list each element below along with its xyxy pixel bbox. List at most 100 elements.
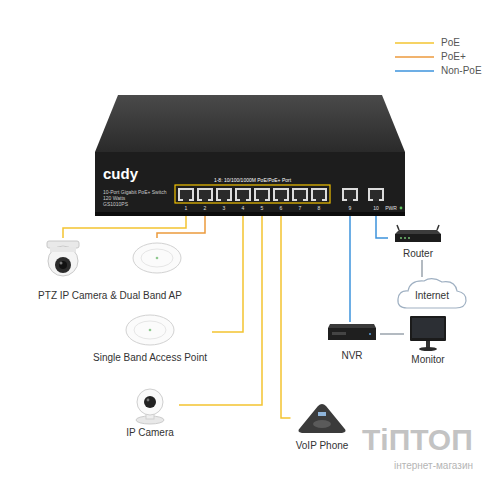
port-number: 2 <box>199 205 211 211</box>
access-point-icon <box>156 257 159 260</box>
internet-cloud: Internet <box>396 277 468 311</box>
ethernet-port <box>297 199 303 201</box>
port-number: 5 <box>256 205 268 211</box>
router-icon <box>395 234 441 242</box>
ip-camera-icon <box>137 389 163 415</box>
port-number: 3 <box>218 205 230 211</box>
cable-line <box>349 216 351 322</box>
text-slot: Non-PoE <box>441 65 482 77</box>
device-node: NVR <box>324 322 380 362</box>
voip-phone-icon <box>318 412 326 416</box>
voip-phone-icon <box>313 420 331 428</box>
text-slot: PWR <box>384 205 398 211</box>
port-number: 9 <box>344 205 356 211</box>
text-slot: 7 <box>294 205 306 211</box>
ethernet-port <box>370 190 382 199</box>
ptz-camera-icon <box>47 241 79 276</box>
ptz-camera-icon <box>60 262 63 265</box>
ip-camera-icon <box>136 389 164 424</box>
port-number: 4 <box>237 205 249 211</box>
ethernet-port <box>313 190 325 199</box>
access-point-icon <box>126 315 174 345</box>
text-slot: ТіПТОП <box>362 422 473 458</box>
ethernet-port <box>373 199 379 201</box>
nvr-icon <box>328 328 376 340</box>
text-slot: 1-8: 10/100/1000M PoE/PoE+ Port <box>175 177 330 183</box>
voip-phone-icon <box>298 404 345 433</box>
ethernet-port <box>218 190 230 199</box>
ptz-camera-icon <box>50 247 76 252</box>
icon-space <box>408 314 448 354</box>
ethernet-port <box>237 190 249 199</box>
legend-swatch <box>395 43 434 71</box>
switch-body <box>95 152 405 215</box>
text-slot: 6 <box>275 205 287 211</box>
device-label: NVR <box>328 350 376 362</box>
text-slot: 9 <box>344 205 356 211</box>
text-slot: GS1010PS <box>103 201 128 207</box>
icon-space <box>92 312 208 352</box>
cable-line <box>157 216 205 238</box>
router-icon <box>404 237 406 239</box>
watermark-subtitle: інтернет-магазин <box>394 460 473 472</box>
nvr-icon <box>332 332 346 335</box>
router-icon <box>400 237 402 239</box>
watermark: ТіПТОП <box>362 422 473 458</box>
product-name: 10-Port Gigabit PoE+ Switch <box>103 189 167 195</box>
cloud-outline <box>398 279 466 308</box>
ethernet-port <box>342 188 358 201</box>
icon-space <box>295 398 350 440</box>
icon-space <box>328 322 376 350</box>
ethernet-port <box>275 190 287 199</box>
device-node: Router <box>388 224 448 260</box>
brand-logo: cudy <box>103 165 138 183</box>
monitor-icon <box>410 316 446 341</box>
access-point-icon <box>141 249 173 267</box>
icon-space <box>19 238 201 290</box>
device-node: VoIP Phone <box>291 398 354 452</box>
text-slot: інтернет-магазин <box>394 460 473 472</box>
legend-swatch <box>395 42 434 44</box>
device-label: VoIP Phone <box>295 440 350 452</box>
text-slot: cudy <box>103 165 138 183</box>
text-slot: 120 Watts <box>103 195 125 201</box>
text-slot: 3 <box>218 205 230 211</box>
icon-space <box>125 385 175 427</box>
router-icon <box>395 225 441 242</box>
text-slot: 5 <box>256 205 268 211</box>
switch-body <box>95 95 405 152</box>
ethernet-port <box>240 199 246 201</box>
nvr-icon <box>328 324 376 328</box>
nvr-icon <box>328 324 376 340</box>
cable-line <box>212 216 243 332</box>
cable-line <box>179 216 262 405</box>
router-icon <box>397 225 399 230</box>
text-slot: 4 <box>237 205 249 211</box>
switch-unit: cudy 10-Port Gigabit PoE+ Switch120 Watts… <box>95 95 405 216</box>
device-node: PTZ IP Camera & Dual Band AP <box>15 238 205 302</box>
ethernet-port <box>316 199 322 201</box>
legend-text: PoE <box>441 37 460 49</box>
ptz-camera-icon <box>55 257 71 273</box>
switch-body <box>95 212 405 216</box>
ethernet-port <box>294 190 306 199</box>
ethernet-port <box>254 188 270 201</box>
ethernet-port <box>221 199 227 201</box>
ethernet-port <box>259 199 265 201</box>
legend-swatch <box>395 56 434 58</box>
text-slot: PoE <box>441 37 460 49</box>
text-slot: 8 <box>313 205 325 211</box>
cable-line <box>421 260 423 277</box>
port-group-label: 1-8: 10/100/1000M PoE/PoE+ Port <box>175 177 330 183</box>
cloud-label: Internet <box>415 290 449 302</box>
router-icon <box>437 225 439 230</box>
text-slot: 2 <box>199 205 211 211</box>
switch-body <box>175 185 330 203</box>
device-label: IP Camera <box>125 427 175 439</box>
ethernet-port <box>256 190 268 199</box>
cable-line <box>63 216 186 238</box>
ethernet-port <box>368 188 384 201</box>
cable-line <box>380 333 404 335</box>
ethernet-port <box>347 199 353 201</box>
switch-body <box>95 95 405 216</box>
